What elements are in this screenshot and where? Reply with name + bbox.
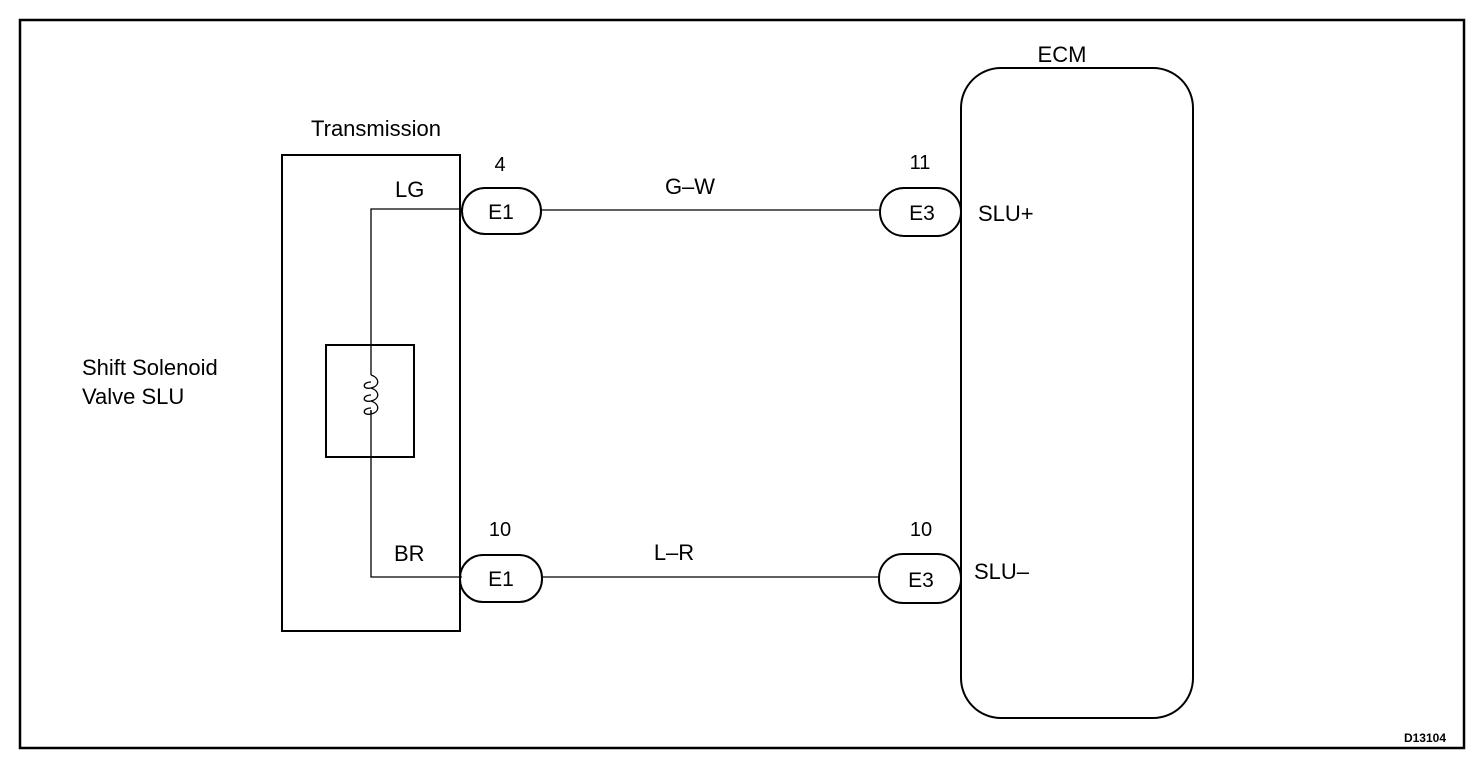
terminal-lg: LG	[395, 177, 424, 202]
connector-e1-top-pin: 4	[494, 154, 505, 176]
connector-e1-top-name: E1	[488, 201, 514, 224]
connector-e3-bottom-pin: 10	[910, 519, 932, 541]
connector-e3-top-name: E3	[909, 202, 935, 225]
solenoid-label-line2: Valve SLU	[82, 384, 184, 409]
transmission-box	[281, 154, 461, 632]
connector-e3-top-pin: 11	[910, 152, 931, 174]
connector-e1-bottom-name: E1	[488, 568, 514, 591]
connector-e3-top	[879, 187, 962, 237]
figure-id: D13104	[1404, 731, 1446, 745]
diagram-frame	[18, 18, 1466, 750]
connector-e1-bottom-pin: 10	[489, 519, 511, 541]
terminal-slu-minus-text: SLU–	[974, 559, 1030, 584]
connector-e1-top	[461, 187, 542, 235]
ecm-box	[960, 67, 1194, 719]
ecm-label: ECM	[1038, 42, 1087, 67]
terminal-slu-plus: SLU+	[978, 201, 1034, 226]
terminal-slu-plus-text: SLU+	[978, 201, 1034, 226]
coil-icon	[363, 374, 379, 415]
solenoid-body	[325, 344, 415, 458]
terminal-br: BR	[394, 541, 425, 566]
solenoid-internal-wire	[370, 208, 462, 375]
solenoid-internal-wire-bottom	[370, 410, 462, 578]
terminal-slu-minus: SLU–	[974, 559, 1030, 584]
wire-top-color: G–W	[665, 174, 715, 199]
connector-e3-bottom-name: E3	[908, 569, 934, 592]
connector-e3-bottom	[878, 553, 962, 604]
transmission-label: Transmission	[311, 116, 441, 141]
wire-bottom-color: L–R	[654, 540, 694, 565]
solenoid-label-line1: Shift Solenoid	[82, 355, 218, 380]
connector-e1-bottom	[459, 554, 543, 603]
